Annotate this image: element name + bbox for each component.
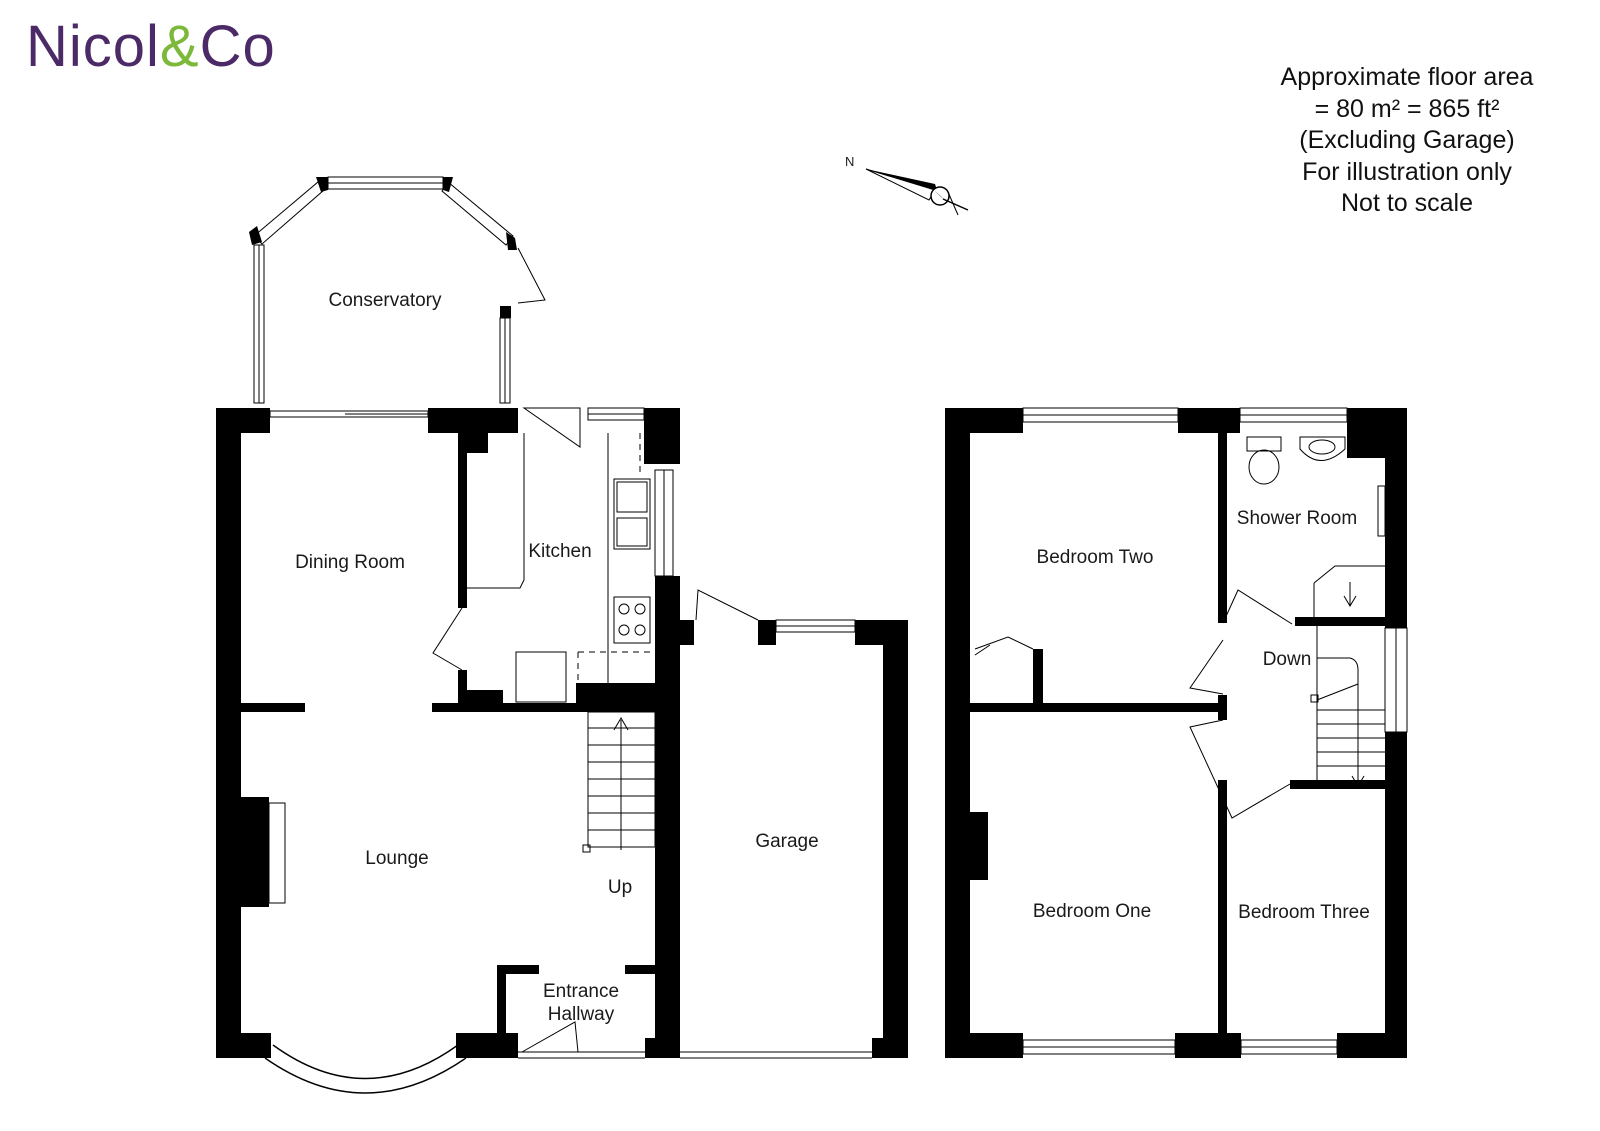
- floor-area-line-5: Not to scale: [1340, 189, 1473, 217]
- floor-area-note: Approximate floor area = 80 m² = 865 ft²…: [1262, 62, 1552, 220]
- basin-icon: [1299, 436, 1346, 461]
- stairs-down: [1310, 626, 1385, 787]
- compass-label: N: [845, 154, 854, 169]
- first-floor-openings: [974, 407, 1408, 1055]
- shower-room-fittings: [1246, 436, 1386, 617]
- floor-area-line-4: For illustration only: [1302, 157, 1512, 186]
- room-label-bedroom-one: Bedroom One: [1033, 901, 1151, 922]
- first-floor-labels: Bedroom Two Shower Room Down Bedroom One…: [1033, 508, 1370, 923]
- hob-icon: [613, 596, 651, 644]
- logo-name-part2: Co: [199, 14, 276, 79]
- north-arrow-icon: N: [845, 154, 969, 216]
- kitchen-sink-icon: [613, 478, 651, 550]
- toilet-icon: [1246, 436, 1282, 452]
- floor-area-line-2: = 80 m² = 865 ft²: [1314, 94, 1500, 123]
- room-label-conservatory: Conservatory: [329, 290, 442, 311]
- room-label-hallway: Hallway: [548, 1004, 615, 1025]
- room-label-shower-room: Shower Room: [1237, 508, 1357, 529]
- brand-logo: Nicol&Co: [26, 18, 276, 76]
- garage: [680, 589, 908, 1059]
- first-floor-walls: [945, 408, 1407, 1058]
- room-label-bedroom-three: Bedroom Three: [1238, 902, 1370, 923]
- logo-ampersand: &: [159, 14, 200, 79]
- ground-floor-labels: Conservatory Dining Room Kitchen Lounge …: [295, 290, 819, 1025]
- room-label-lounge: Lounge: [365, 848, 428, 869]
- ground-floor: Conservatory Dining Room Kitchen Lounge …: [216, 176, 908, 1094]
- stairs-up: [582, 711, 656, 853]
- room-label-dining-room: Dining Room: [295, 552, 405, 573]
- room-label-garage: Garage: [755, 831, 818, 852]
- logo-name-part1: Nicol: [26, 14, 160, 79]
- shower-tray-icon: [1313, 565, 1385, 584]
- ground-floor-walls: [216, 408, 680, 1058]
- room-label-down: Down: [1263, 649, 1312, 670]
- room-label-bedroom-two: Bedroom Two: [1037, 547, 1154, 568]
- floor-area-line-1: Approximate floor area: [1280, 63, 1534, 91]
- room-label-kitchen: Kitchen: [528, 541, 591, 562]
- conservatory-glazing: [249, 176, 546, 404]
- room-label-entrance: Entrance: [543, 981, 619, 1002]
- kitchen-fittings: [467, 433, 655, 703]
- floor-area-line-3: (Excluding Garage): [1299, 126, 1515, 154]
- ground-floor-openings: [264, 407, 674, 1094]
- room-label-up: Up: [608, 877, 632, 898]
- first-floor: Bedroom Two Shower Room Down Bedroom One…: [945, 407, 1408, 1058]
